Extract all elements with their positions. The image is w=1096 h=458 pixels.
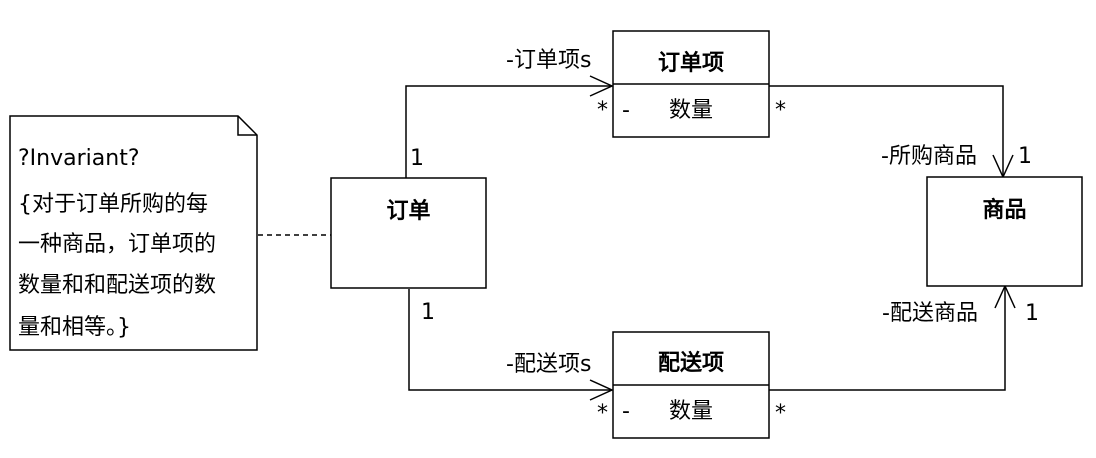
- class-order-item-name: 订单项: [658, 51, 724, 76]
- order-item-attr-visibility: -: [622, 98, 630, 123]
- mult-delivery-item-product-source: *: [775, 401, 786, 426]
- note-line-5: 量和相等。}: [18, 315, 131, 340]
- class-product[interactable]: 商品: [926, 176, 1083, 287]
- role-delivered-product: -配送商品: [882, 301, 978, 326]
- class-delivery-item-name: 配送项: [658, 350, 724, 376]
- mult-order-delivery-item-source: 1: [421, 300, 435, 325]
- role-order-items: -订单项s: [506, 48, 591, 73]
- mult-order-item-product-target: 1: [1018, 144, 1032, 169]
- delivery-item-attr-visibility: -: [622, 399, 630, 424]
- mult-order-order-item-target: *: [597, 98, 608, 123]
- class-order-item[interactable]: 订单项 - 数量: [612, 30, 770, 138]
- invariant-note: ?Invariant? {对于订单所购的每 一种商品，订单项的 数量和和配送项的…: [9, 115, 258, 351]
- order-item-attr-quantity: 数量: [669, 98, 713, 123]
- note-line-3: 一种商品，订单项的: [18, 232, 216, 257]
- role-purchased-product: -所购商品: [881, 144, 977, 169]
- mult-delivery-item-product-target: 1: [1025, 301, 1039, 326]
- role-delivery-items: -配送项s: [506, 352, 591, 377]
- note-line-4: 数量和和配送项的数: [18, 273, 216, 298]
- note-line-2: {对于订单所购的每: [18, 192, 208, 217]
- class-order-name: 订单: [386, 199, 430, 224]
- mult-order-item-product-source: *: [775, 98, 786, 123]
- mult-order-delivery-item-target: *: [597, 401, 608, 426]
- note-line-1: ?Invariant?: [18, 146, 140, 171]
- assoc-order-order-item: [405, 75, 614, 178]
- class-order[interactable]: 订单: [330, 177, 487, 289]
- assoc-order-delivery-item: [408, 289, 614, 401]
- delivery-item-attr-quantity: 数量: [669, 399, 713, 424]
- mult-order-order-item-source: 1: [410, 146, 424, 171]
- class-product-name: 商品: [982, 197, 1026, 223]
- class-delivery-item[interactable]: 配送项 - 数量: [612, 331, 770, 439]
